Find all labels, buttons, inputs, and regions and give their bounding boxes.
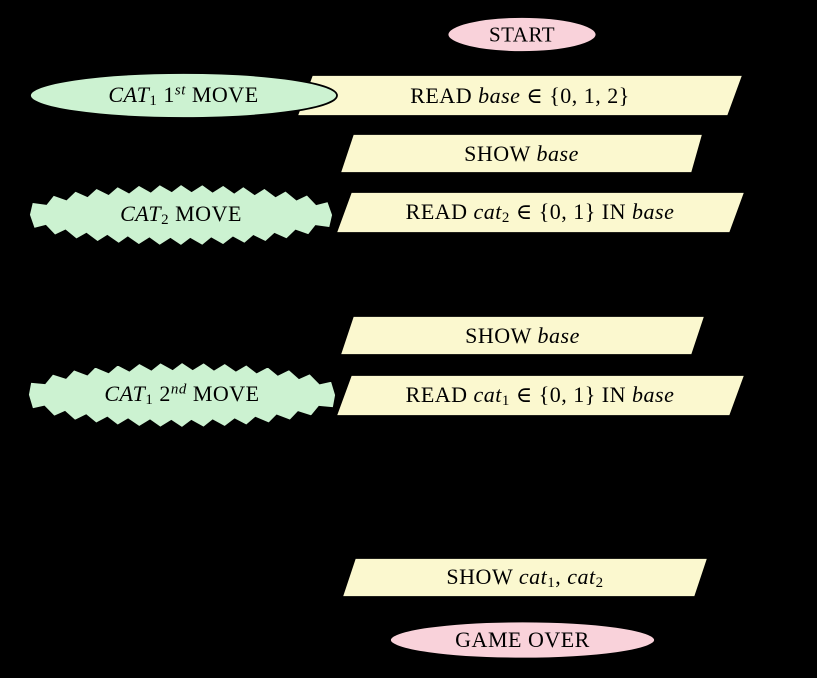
read-cat1-shape: [334, 374, 747, 417]
read-cat1-label: READ cat1 ∈ {0, 1} IN base: [406, 381, 675, 409]
label-segment: 1: [501, 392, 510, 409]
show-cat1-cat2-shape: [340, 557, 710, 598]
label-segment: 1: [157, 81, 175, 107]
label-segment: 2: [501, 209, 510, 226]
label-segment: CAT: [108, 81, 150, 107]
show-base-1-shape: [338, 133, 705, 174]
label-segment: SHOW: [446, 563, 519, 589]
label-segment: base: [632, 198, 675, 224]
label-segment: ∈ {0, 1, 2}: [520, 82, 630, 108]
label-segment: 2: [161, 211, 170, 228]
label-segment: 1: [149, 92, 158, 109]
label-segment: 1: [547, 574, 556, 591]
game-over-label: GAME OVER: [455, 627, 590, 652]
label-segment: READ: [405, 198, 474, 224]
label-segment: base: [536, 140, 579, 166]
label-segment: 2: [595, 574, 604, 591]
label-segment: READ: [410, 82, 479, 108]
read-base-label: READ base ∈ {0, 1, 2}: [410, 83, 630, 109]
label-segment: base: [632, 381, 675, 407]
label-segment: MOVE: [185, 81, 259, 107]
label-segment: 2: [153, 380, 171, 406]
label-segment: CAT: [104, 380, 146, 406]
label-segment: SHOW: [465, 322, 538, 348]
game-over-node-shape: [389, 620, 656, 660]
read-cat2-label: READ cat2 ∈ {0, 1} IN base: [406, 198, 675, 226]
label-segment: cat: [567, 563, 596, 589]
cat2-move-shape: [28, 182, 334, 248]
read-cat2-shape: [334, 191, 747, 234]
cat1-second-move-shape: [27, 360, 337, 430]
label-segment: READ: [405, 381, 474, 407]
start-node-shape: [446, 16, 598, 53]
label-segment: ,: [555, 563, 568, 589]
label-segment: ∈ {0, 1} IN: [509, 381, 633, 407]
label-segment: ∈ {0, 1} IN: [509, 198, 633, 224]
show-base-2-label: SHOW base: [465, 323, 580, 349]
start-label: START: [488, 22, 556, 46]
show-base-1-label: SHOW base: [464, 141, 579, 167]
label-segment: SHOW: [464, 140, 537, 166]
label-segment: base: [478, 82, 521, 108]
label-segment: base: [537, 322, 580, 348]
label-segment: st: [174, 81, 186, 98]
cat1-second-move-label: CAT1 2nd MOVE: [104, 381, 259, 409]
label-segment: cat: [473, 381, 502, 407]
label-segment: cat: [473, 198, 502, 224]
cat1-first-move-shape: [29, 72, 338, 119]
cat2-move-label: CAT2 MOVE: [120, 200, 242, 228]
cat1-first-move-label: CAT1 1st MOVE: [108, 81, 258, 109]
show-cat1-cat2-label: SHOW cat1, cat2: [446, 563, 603, 591]
show-base-2-shape: [338, 315, 707, 356]
label-segment: 1: [145, 392, 154, 409]
label-segment: CAT: [120, 200, 162, 226]
label-segment: MOVE: [186, 380, 260, 406]
label-segment: MOVE: [169, 200, 242, 226]
label-segment: cat: [518, 563, 548, 589]
label-segment: nd: [170, 381, 187, 398]
